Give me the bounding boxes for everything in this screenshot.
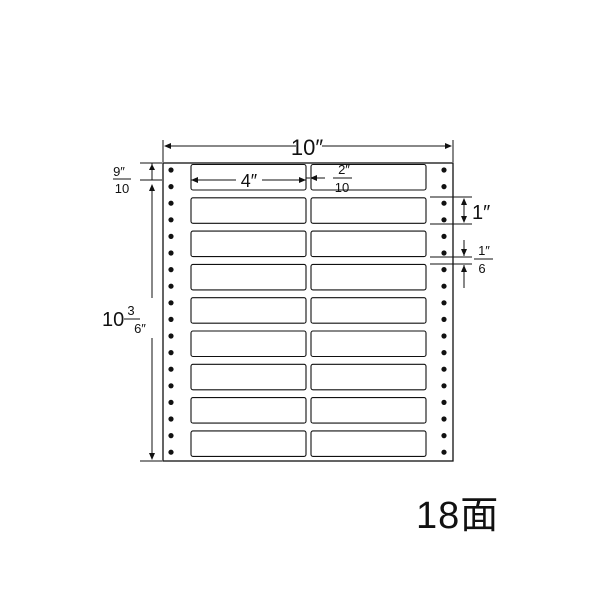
- tractor-hole: [441, 217, 447, 223]
- label-cell: [190, 163, 307, 191]
- tractor-hole: [441, 399, 447, 405]
- label-cell: [190, 330, 307, 358]
- sheet-outline: [162, 162, 454, 462]
- tractor-hole: [168, 416, 174, 422]
- row-gap-dimension: [430, 240, 472, 288]
- tractor-hole: [441, 233, 447, 239]
- tractor-hole: [441, 200, 447, 206]
- sheet-height-fraction-denominator: 6″: [134, 321, 146, 336]
- tractor-hole: [441, 267, 447, 273]
- tractor-hole: [168, 250, 174, 256]
- label-cell: [190, 197, 307, 224]
- label-grid: [190, 163, 427, 457]
- tractor-hole: [168, 167, 174, 173]
- face-count-label: 18面: [416, 495, 500, 537]
- tractor-hole: [168, 184, 174, 190]
- tractor-hole: [441, 283, 447, 289]
- tractor-hole: [441, 366, 447, 372]
- label-cell: [190, 397, 307, 424]
- label-height-dimension: [430, 196, 472, 225]
- label-cell: [190, 430, 307, 457]
- tractor-hole: [168, 316, 174, 322]
- tractor-hole: [168, 366, 174, 372]
- sheet-width-label: 10″: [291, 135, 323, 160]
- label-width-text: 4″: [241, 171, 258, 191]
- tractor-hole: [441, 333, 447, 339]
- label-cell: [190, 230, 307, 258]
- label-cell: [310, 430, 427, 457]
- tractor-hole: [168, 267, 174, 273]
- row-gap-denominator: 6: [478, 261, 485, 276]
- label-cell: [310, 163, 427, 191]
- tractor-hole: [441, 184, 447, 190]
- height-dimension: [140, 184, 162, 462]
- tractor-hole: [168, 283, 174, 289]
- sheet-height-whole: 10: [102, 309, 124, 331]
- tractor-hole: [441, 416, 447, 422]
- label-cell: [310, 230, 427, 258]
- tractor-holes-left: [168, 167, 174, 455]
- tractor-hole: [441, 167, 447, 173]
- tractor-hole: [168, 200, 174, 206]
- tractor-hole: [168, 217, 174, 223]
- label-cell: [310, 297, 427, 324]
- column-gap-numerator: 2″: [338, 162, 350, 177]
- tractor-hole: [441, 300, 447, 306]
- tractor-hole: [441, 383, 447, 389]
- label-cell: [310, 397, 427, 424]
- tractor-hole: [168, 433, 174, 439]
- label-height-text: 1″: [472, 202, 490, 224]
- label-cell: [190, 263, 307, 291]
- label-cell: [310, 330, 427, 358]
- label-cell: [190, 297, 307, 324]
- top-margin-denominator: 10: [115, 181, 129, 196]
- tractor-hole: [441, 316, 447, 322]
- tractor-hole: [168, 350, 174, 356]
- tractor-hole: [441, 449, 447, 455]
- tractor-hole: [168, 399, 174, 405]
- column-gap-denominator: 10: [335, 180, 349, 195]
- tractor-holes-right: [441, 167, 447, 455]
- label-cell: [190, 363, 307, 391]
- label-cell: [310, 363, 427, 391]
- tractor-hole: [168, 383, 174, 389]
- tractor-hole: [441, 433, 447, 439]
- row-gap-numerator: 1″: [478, 243, 490, 258]
- label-width-dimension: [191, 177, 306, 183]
- tractor-hole: [441, 250, 447, 256]
- label-cell: [310, 197, 427, 224]
- sheet-height-fraction-numerator: 3: [127, 303, 134, 318]
- tractor-hole: [168, 233, 174, 239]
- tractor-hole: [168, 300, 174, 306]
- width-dimension: [162, 140, 454, 162]
- label-cell: [310, 263, 427, 291]
- tractor-hole: [168, 449, 174, 455]
- tractor-hole: [168, 333, 174, 339]
- top-margin-dimension: [140, 162, 162, 181]
- top-margin-numerator: 9″: [113, 164, 125, 179]
- column-gap-dimension: [306, 175, 325, 181]
- tractor-hole: [441, 350, 447, 356]
